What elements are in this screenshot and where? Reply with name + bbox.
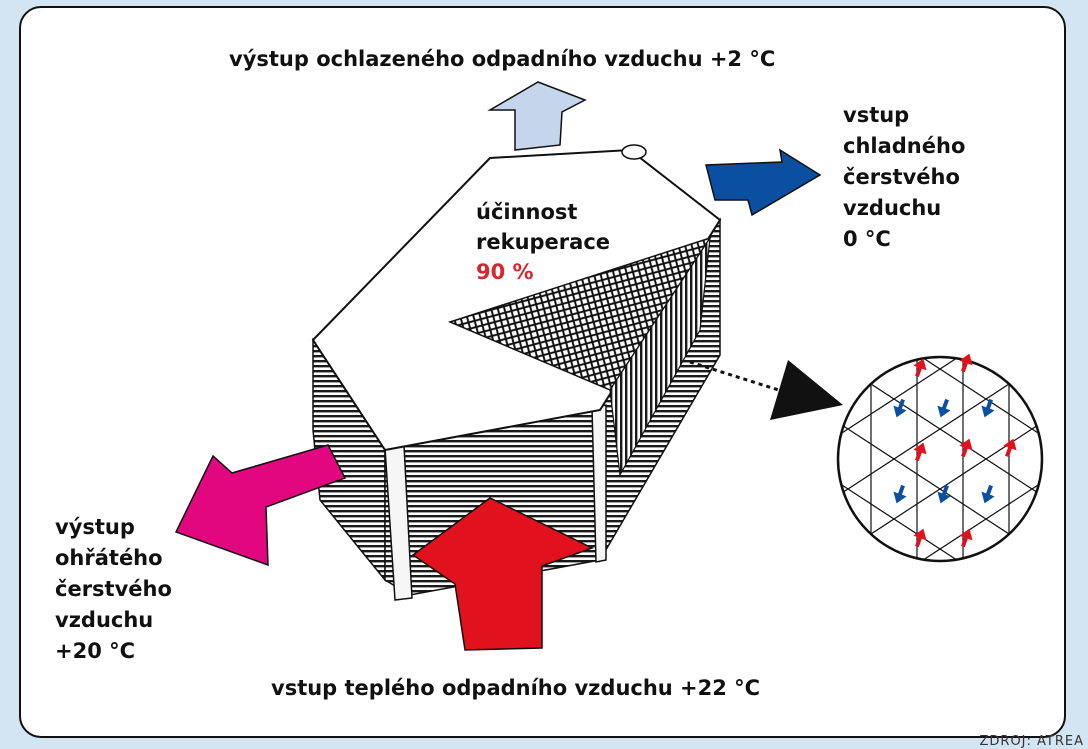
label-right-inlet-line: chladného	[843, 134, 966, 158]
cold-fresh-inlet-arrow	[705, 148, 822, 217]
label-left-outlet: výstup ohřátého čerstvého vzduchu +20 °C	[55, 512, 172, 667]
channel-cell	[1055, 459, 1088, 519]
channel-cell	[871, 639, 917, 699]
label-right-inlet-line: 0 °C	[843, 227, 891, 251]
channel-cell	[1055, 519, 1088, 579]
channel-cell	[838, 548, 872, 561]
channel-cell	[733, 249, 779, 309]
channel-cell	[917, 609, 963, 669]
warm-flow-arrow	[959, 438, 973, 458]
cold-flow-arrow	[981, 484, 995, 504]
channel-cell	[733, 549, 779, 609]
channel-cell	[871, 579, 917, 639]
channel-cell	[1055, 279, 1088, 339]
channel-cell	[1009, 609, 1055, 669]
source-credit: ZDROJ: ATREA	[979, 734, 1084, 749]
channel-cell	[779, 519, 825, 579]
channel-cell	[1055, 639, 1088, 699]
channel-cell	[733, 309, 779, 369]
label-left-outlet-line: čerstvého	[55, 577, 172, 601]
label-left-outlet-line: ohřátého	[55, 546, 163, 570]
cold-flow-arrow	[893, 484, 907, 504]
channel-cell	[1055, 579, 1088, 639]
channel-cell	[825, 609, 871, 669]
efficiency-value: 90 %	[476, 260, 534, 284]
warm-flow-arrow	[913, 442, 927, 462]
label-left-outlet-line: vzduchu	[55, 608, 154, 632]
label-right-inlet-line: čerstvého	[843, 165, 960, 189]
label-right-inlet-line: vzduchu	[843, 196, 942, 220]
cold-flow-arrow	[937, 484, 951, 504]
efficiency-line1: účinnost	[476, 200, 578, 224]
channel-cell	[1008, 548, 1042, 561]
channel-cell	[963, 639, 1009, 699]
channel-cell	[733, 369, 779, 429]
label-bottom-inlet: vstup teplého odpadního vzduchu +22 °C	[271, 676, 761, 700]
channel-cell	[1055, 399, 1088, 459]
channel-cell	[779, 579, 825, 639]
channel-cell	[825, 249, 871, 309]
cold-flow-arrow	[981, 398, 995, 418]
efficiency-label: účinnost rekuperace 90 %	[476, 197, 610, 287]
label-left-outlet-line: výstup	[55, 515, 135, 539]
label-right-inlet-line: vstup	[843, 103, 910, 127]
magnify-pointer	[770, 360, 843, 420]
warm-flow-arrow	[913, 358, 927, 378]
warm-flow-arrow	[1003, 438, 1017, 458]
channel-cell	[779, 639, 825, 699]
label-right-inlet: vstup chladného čerstvého vzduchu 0 °C	[843, 100, 965, 255]
warm-flow-arrow	[959, 353, 973, 373]
warm-exhaust-inlet-arrow	[411, 497, 594, 651]
cooled-exhaust-outlet-arrow	[487, 81, 587, 151]
label-top-outlet: výstup ochlazeného odpadního vzduchu +2 …	[229, 47, 776, 71]
channel-cell	[779, 459, 825, 519]
channel-cell	[1055, 339, 1088, 399]
magnified-channels	[733, 249, 1088, 699]
cold-flow-arrow	[937, 398, 951, 418]
warm-flow-arrow	[959, 528, 973, 548]
warm-flow-arrow	[913, 528, 927, 548]
label-left-outlet-line: +20 °C	[55, 639, 136, 663]
warm-fresh-outlet-arrow	[174, 444, 347, 567]
channel-cell	[733, 489, 779, 549]
channel-cell	[1009, 249, 1055, 309]
top-corner-rod	[621, 144, 647, 160]
channel-cell	[733, 429, 779, 489]
channel-cell	[1008, 357, 1042, 370]
magnify-leader-line	[689, 360, 786, 394]
efficiency-line2: rekuperace	[476, 230, 611, 254]
channel-cell	[779, 279, 825, 339]
cold-flow-arrow	[893, 398, 907, 418]
channel-cell	[838, 357, 872, 370]
channel-cell	[733, 609, 779, 669]
channel-cell	[963, 279, 1009, 339]
channel-cell	[963, 579, 1009, 639]
channel-cell	[917, 249, 963, 309]
cutaway-inner-face	[609, 237, 711, 477]
channel-cell	[871, 279, 917, 339]
